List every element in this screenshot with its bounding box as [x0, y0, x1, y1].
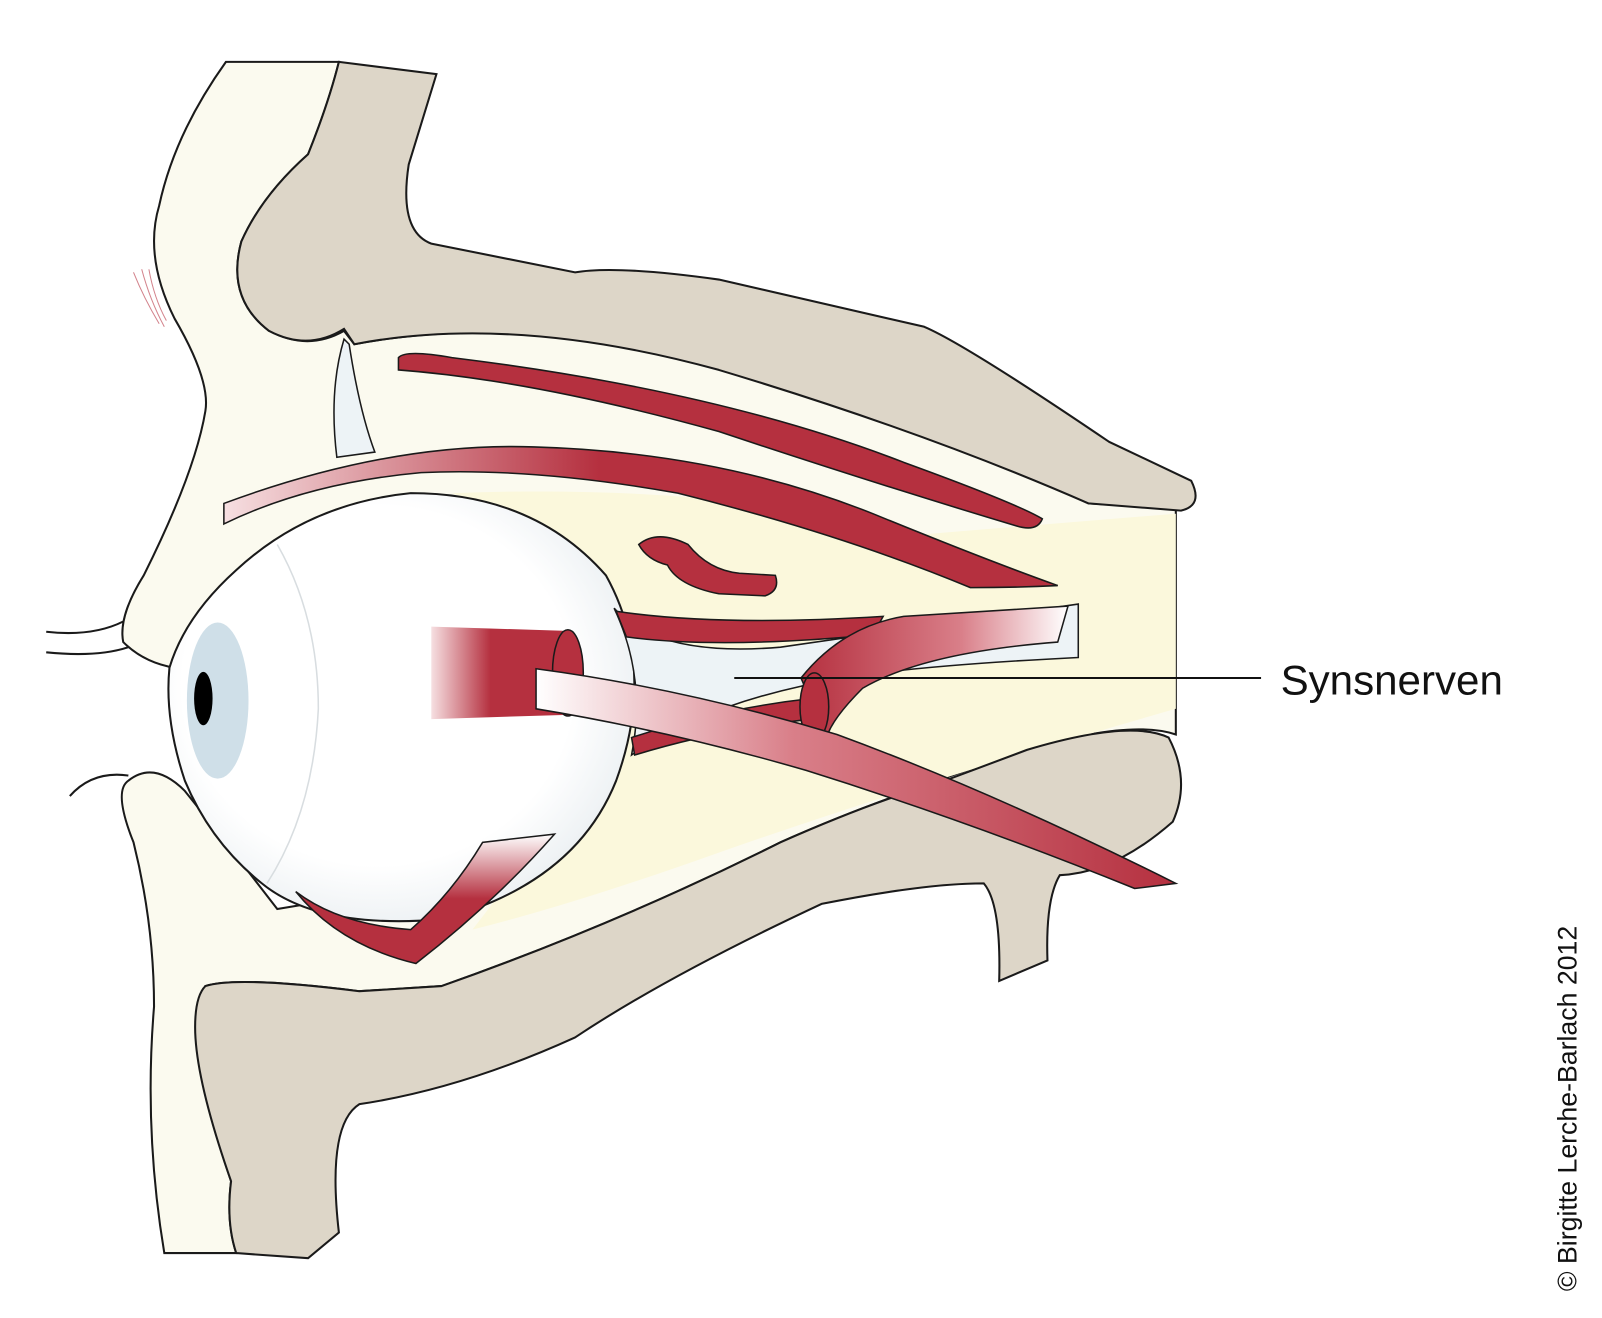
- upper-eyelid: [46, 620, 129, 656]
- maxillary-bone: [194, 729, 1182, 1260]
- pupil: [194, 671, 213, 726]
- eyebrow-hairs: [133, 269, 167, 328]
- copyright-notice: © Birgitte Lerche-Barlach 2012: [1552, 926, 1582, 1291]
- inferior-oblique-muscle: [295, 833, 557, 965]
- inferior-rectus-muscle: [535, 667, 1179, 890]
- lower-eyelid: [69, 773, 129, 797]
- trochlea: [333, 337, 376, 459]
- frontal-bone: [236, 60, 1197, 512]
- superior-rectus-muscle: [223, 445, 1058, 589]
- superior-oblique-muscle: [637, 536, 778, 597]
- eyeball: [167, 492, 636, 923]
- iris: [186, 622, 249, 779]
- optic-nerve-label: Synsnerven: [1281, 656, 1503, 703]
- levator-muscle: [397, 352, 1044, 529]
- lateral-rectus-muscle: [431, 626, 563, 720]
- lateral-rectus-stump: [800, 605, 1070, 740]
